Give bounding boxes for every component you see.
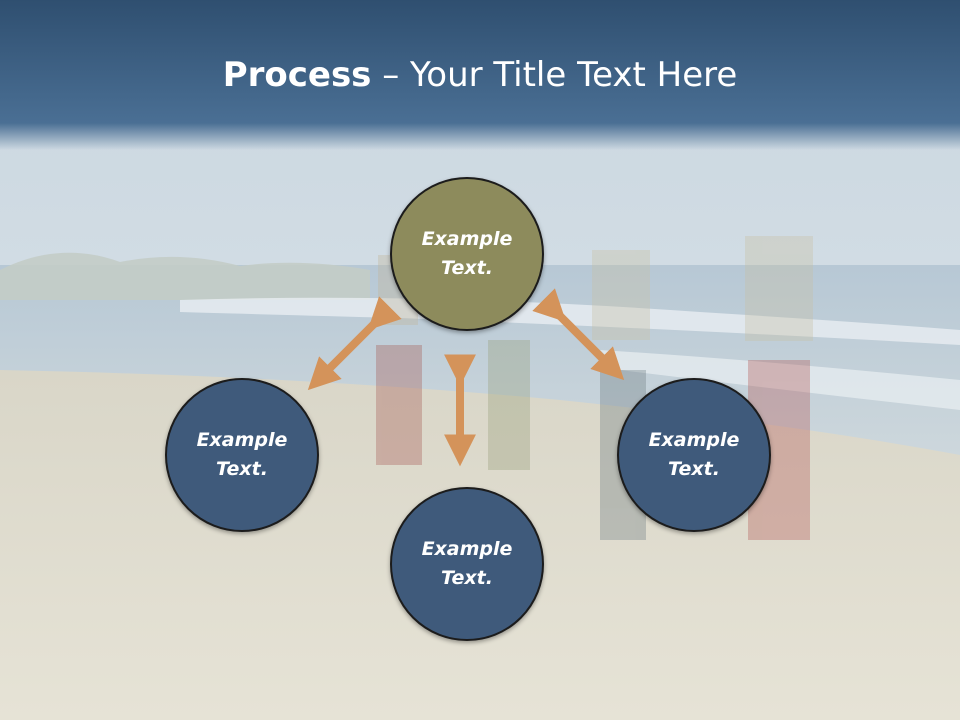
title-bar <box>0 0 960 150</box>
title-rest: – Your Title Text Here <box>371 55 738 95</box>
node-label-line2: Text. <box>441 567 493 589</box>
title-bold: Process <box>222 55 372 95</box>
slide-title: Process – Your Title Text Here <box>0 52 960 98</box>
node-label-line2: Text. <box>668 458 720 480</box>
node-label-line1: Example <box>421 228 513 250</box>
node-label-line1: Example <box>421 538 513 560</box>
node-label-line2: Text. <box>216 458 268 480</box>
node-label-line2: Text. <box>441 257 493 279</box>
arrow-top-right <box>532 288 625 381</box>
node-label-line1: Example <box>648 429 740 451</box>
node-label-line1: Example <box>196 429 288 451</box>
arrow-top-left <box>307 296 402 391</box>
